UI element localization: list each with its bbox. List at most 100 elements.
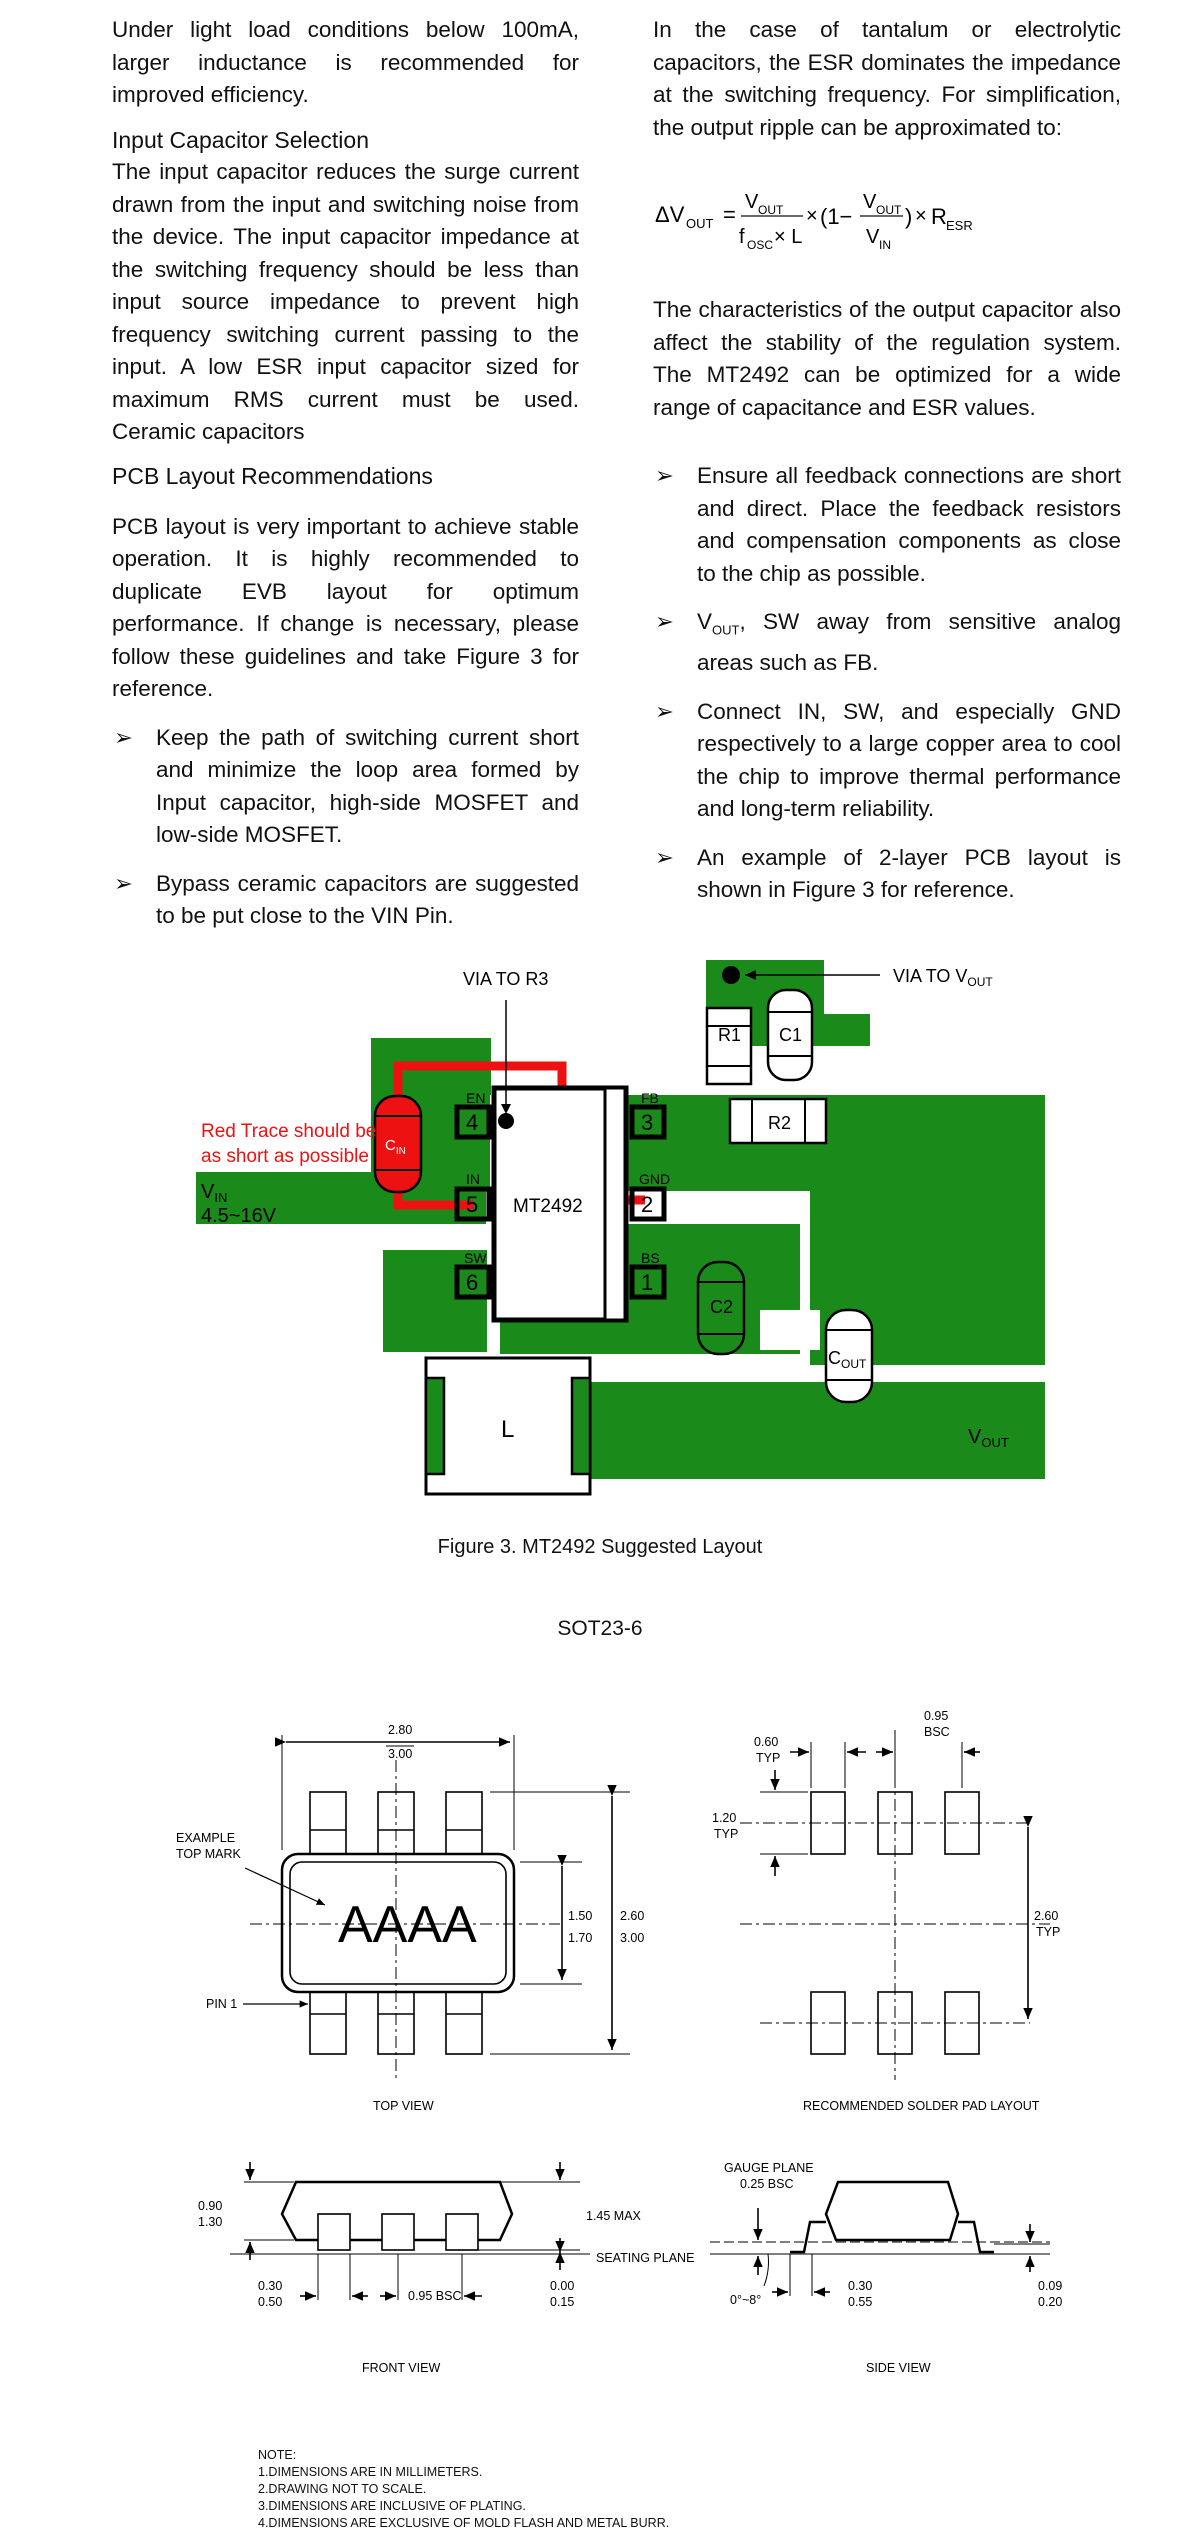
lead bbox=[309, 1791, 347, 1857]
gap-c2 bbox=[760, 1310, 820, 1350]
pad-p-a: 0.95 bbox=[924, 1709, 948, 1723]
side-view-label: SIDE VIEW bbox=[866, 2361, 931, 2375]
formula-eq: = bbox=[723, 202, 736, 227]
via-vout-label: VIA TO VOUT bbox=[893, 966, 993, 989]
inductor-label: L bbox=[501, 1416, 514, 1443]
via-r3-arrowhead-icon bbox=[501, 1104, 511, 1114]
front-s-b: 0.15 bbox=[550, 2295, 574, 2309]
package-body bbox=[280, 1852, 516, 1994]
side-l-a: 0.30 bbox=[848, 2279, 872, 2293]
figure-3-caption: Figure 3. MT2492 Suggested Layout bbox=[437, 1536, 763, 1558]
front-bsc: 0.95 BSC bbox=[408, 2289, 462, 2303]
pin1-label: PIN 1 bbox=[206, 1997, 237, 2011]
formula-num1-sub: OUT bbox=[758, 203, 784, 217]
input-capacitor-heading: Input Capacitor Selection bbox=[112, 126, 369, 153]
pcb-bullet-3: ➢Ensure all feedback connections are sho… bbox=[653, 460, 1121, 590]
mark-label-1: EXAMPLE bbox=[176, 1831, 235, 1845]
mark-label-2: TOP MARK bbox=[176, 1847, 241, 1861]
side-t-a: 0.09 bbox=[1038, 2279, 1062, 2293]
front-l-b: 0.50 bbox=[258, 2295, 282, 2309]
lead bbox=[445, 1989, 483, 2055]
red-trace-note-1: Red Trace should be bbox=[201, 1121, 376, 1142]
pad-p-b: BSC bbox=[924, 1725, 950, 1739]
pin-2-pad bbox=[629, 1186, 667, 1222]
side-body bbox=[824, 2180, 960, 2242]
pin-6-pad bbox=[454, 1264, 492, 1300]
bullet-arrow-icon: ➢ bbox=[655, 844, 674, 870]
pcb-bullet-5: ➢Connect IN, SW, and especially GND resp… bbox=[653, 696, 1121, 826]
bullet-arrow-icon: ➢ bbox=[114, 870, 133, 896]
copper-vout bbox=[550, 1382, 1045, 1479]
formula-one-minus: (1− bbox=[820, 204, 852, 229]
pin-number: 3 bbox=[641, 1110, 653, 1135]
pin-5-pad bbox=[454, 1186, 492, 1222]
package-notes: NOTE: 1.DIMENSIONS ARE IN MILLIMETERS. 2… bbox=[258, 2447, 669, 2532]
c2-component bbox=[696, 1260, 746, 1356]
cin-label: CIN bbox=[385, 1137, 406, 1157]
pin-number: 4 bbox=[466, 1110, 478, 1135]
pin-4-pad bbox=[454, 1104, 492, 1140]
side-t-b: 0.20 bbox=[1038, 2295, 1062, 2309]
bullet-arrow-icon: ➢ bbox=[655, 609, 674, 634]
top-h-b: 1.70 bbox=[568, 1931, 592, 1945]
cin-component bbox=[373, 1094, 423, 1194]
via-vout-dot bbox=[722, 966, 740, 984]
front-max: 1.45 MAX bbox=[586, 2209, 642, 2223]
top-w-a: 2.80 bbox=[388, 1723, 412, 1737]
pcb-intro: PCB layout is very important to achieve … bbox=[112, 513, 579, 702]
output-capacitor-paragraph: The characteristics of the output capaci… bbox=[653, 297, 1121, 420]
vin-label: VIN bbox=[201, 1181, 227, 1205]
top-mark: AAAA bbox=[338, 1896, 477, 1954]
red-trace-in bbox=[393, 1190, 474, 1210]
c2-label: C2 bbox=[710, 1297, 733, 1317]
front-h-a: 0.90 bbox=[198, 2199, 222, 2213]
top-w-b: 3.00 bbox=[388, 1747, 412, 1761]
cout-label: COUT bbox=[828, 1348, 867, 1371]
inductor-component bbox=[424, 1356, 592, 1496]
pin-name: SW bbox=[464, 1250, 487, 1266]
pad-s-a: 2.60 bbox=[1034, 1909, 1058, 1923]
formula-in-sub: IN bbox=[879, 238, 891, 252]
formula-den1b: × L bbox=[774, 226, 802, 248]
red-trace-note-2: as short as possible bbox=[201, 1146, 369, 1167]
pcb-heading: PCB Layout Recommendations bbox=[112, 463, 433, 489]
pad-w-b: TYP bbox=[756, 1751, 780, 1765]
bullet-arrow-icon: ➢ bbox=[655, 698, 674, 724]
pcb-bullet-1: ➢Keep the path of switching current shor… bbox=[112, 722, 579, 852]
pin-name: FB bbox=[641, 1090, 659, 1106]
inductor-pad-right bbox=[570, 1376, 592, 1476]
pin-1-pad bbox=[629, 1264, 667, 1300]
r2-component bbox=[728, 1097, 828, 1145]
pin-number: 6 bbox=[466, 1270, 478, 1295]
input-capacitor-paragraph: The input capacitor reduces the surge cu… bbox=[112, 159, 579, 444]
pin-number: 2 bbox=[641, 1192, 653, 1217]
left-column-pcb: PCB Layout Recommendations PCB layout is… bbox=[112, 460, 579, 933]
pad-h-b: TYP bbox=[714, 1827, 738, 1841]
pin-name: EN bbox=[466, 1090, 485, 1106]
formula-num2-sub: OUT bbox=[876, 203, 902, 217]
gauge-bsc: 0.25 BSC bbox=[740, 2177, 794, 2191]
note-line: 4.DIMENSIONS ARE EXCLUSIVE OF MOLD FLASH… bbox=[258, 2516, 670, 2530]
pin-name: GND bbox=[639, 1171, 670, 1187]
via-r3-label: VIA TO R3 bbox=[463, 969, 548, 989]
via-vout-arrowhead-icon bbox=[745, 970, 756, 980]
inductor-pad-left bbox=[424, 1376, 446, 1476]
pin-number: 5 bbox=[466, 1192, 478, 1217]
front-h-b: 1.30 bbox=[198, 2215, 222, 2229]
r1-label: R1 bbox=[718, 1025, 741, 1045]
ripple-formula-svg: ΔV OUT = V OUT f OSC × L × (1− V OUT V I… bbox=[655, 191, 973, 252]
pin-numbers: 4 5 6 3 2 1 bbox=[466, 1110, 653, 1295]
note-line: 1.DIMENSIONS ARE IN MILLIMETERS. bbox=[258, 2465, 483, 2479]
formula-out-sub: OUT bbox=[686, 216, 714, 231]
gauge-plane-label: GAUGE PLANE bbox=[724, 2161, 814, 2175]
top-view bbox=[243, 1735, 630, 2080]
top-h2-a: 2.60 bbox=[620, 1909, 644, 1923]
top-h2-b: 3.00 bbox=[620, 1931, 644, 1945]
top-h-a: 1.50 bbox=[568, 1909, 592, 1923]
formula-times: × bbox=[806, 205, 818, 227]
pad-layout-label: RECOMMENDED SOLDER PAD LAYOUT bbox=[803, 2099, 1040, 2113]
bullet-arrow-icon: ➢ bbox=[114, 724, 133, 750]
vin-range: 4.5~16V bbox=[201, 1205, 277, 1227]
vout-label: VOUT bbox=[968, 1426, 1009, 1450]
